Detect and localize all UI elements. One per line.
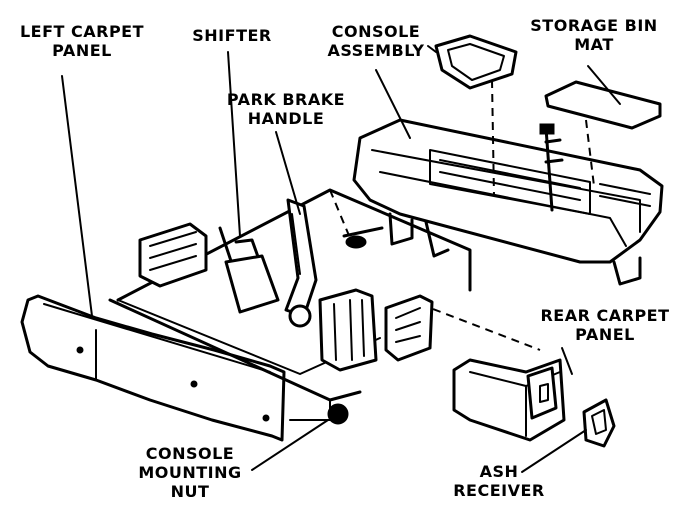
label-line: PANEL xyxy=(575,325,635,344)
label-console-mounting-nut: CONSOLE MOUNTING NUT xyxy=(130,444,250,501)
label-line: ASSEMBLY xyxy=(327,41,425,60)
label-left-carpet-panel: LEFT CARPET PANEL xyxy=(12,22,152,60)
rear-carpet-panel-part xyxy=(452,358,566,442)
label-rear-carpet-panel: REAR CARPET PANEL xyxy=(530,306,680,344)
label-storage-bin-mat: STORAGE BIN MAT xyxy=(524,16,664,54)
label-line: CONSOLE xyxy=(331,22,421,41)
leader-lines xyxy=(61,45,621,473)
label-line: RECEIVER xyxy=(453,481,545,500)
label-line: CONSOLE xyxy=(145,444,235,463)
label-line: REAR CARPET xyxy=(540,306,670,325)
label-line: LEFT CARPET xyxy=(19,22,145,41)
label-line: SHIFTER xyxy=(192,26,272,45)
label-console-assembly: CONSOLE ASSEMBLY xyxy=(316,22,436,60)
label-line: STORAGE BIN xyxy=(530,16,658,35)
floor-tunnel-part xyxy=(108,188,541,421)
label-line: PARK BRAKE xyxy=(226,90,346,109)
storage-bin-part xyxy=(434,34,518,197)
console-assembly-part xyxy=(342,118,664,286)
ash-receiver-part xyxy=(582,398,616,448)
label-park-brake-handle: PARK BRAKE HANDLE xyxy=(226,90,346,128)
label-line: MAT xyxy=(574,35,614,54)
storage-bin-mat-part xyxy=(544,80,662,187)
console-mounting-nut-part xyxy=(327,403,349,425)
label-line: NUT xyxy=(170,482,210,501)
park-brake-handle-part xyxy=(284,198,318,328)
label-line: ASH xyxy=(479,462,519,481)
label-shifter: SHIFTER xyxy=(182,26,282,45)
center-mechanism-part xyxy=(318,288,434,372)
left-carpet-panel-part xyxy=(20,294,286,442)
shifter-part xyxy=(138,222,280,314)
label-line: HANDLE xyxy=(247,109,325,128)
label-line: PANEL xyxy=(52,41,112,60)
label-ash-receiver: ASH RECEIVER xyxy=(444,462,554,500)
label-line: MOUNTING xyxy=(138,463,242,482)
